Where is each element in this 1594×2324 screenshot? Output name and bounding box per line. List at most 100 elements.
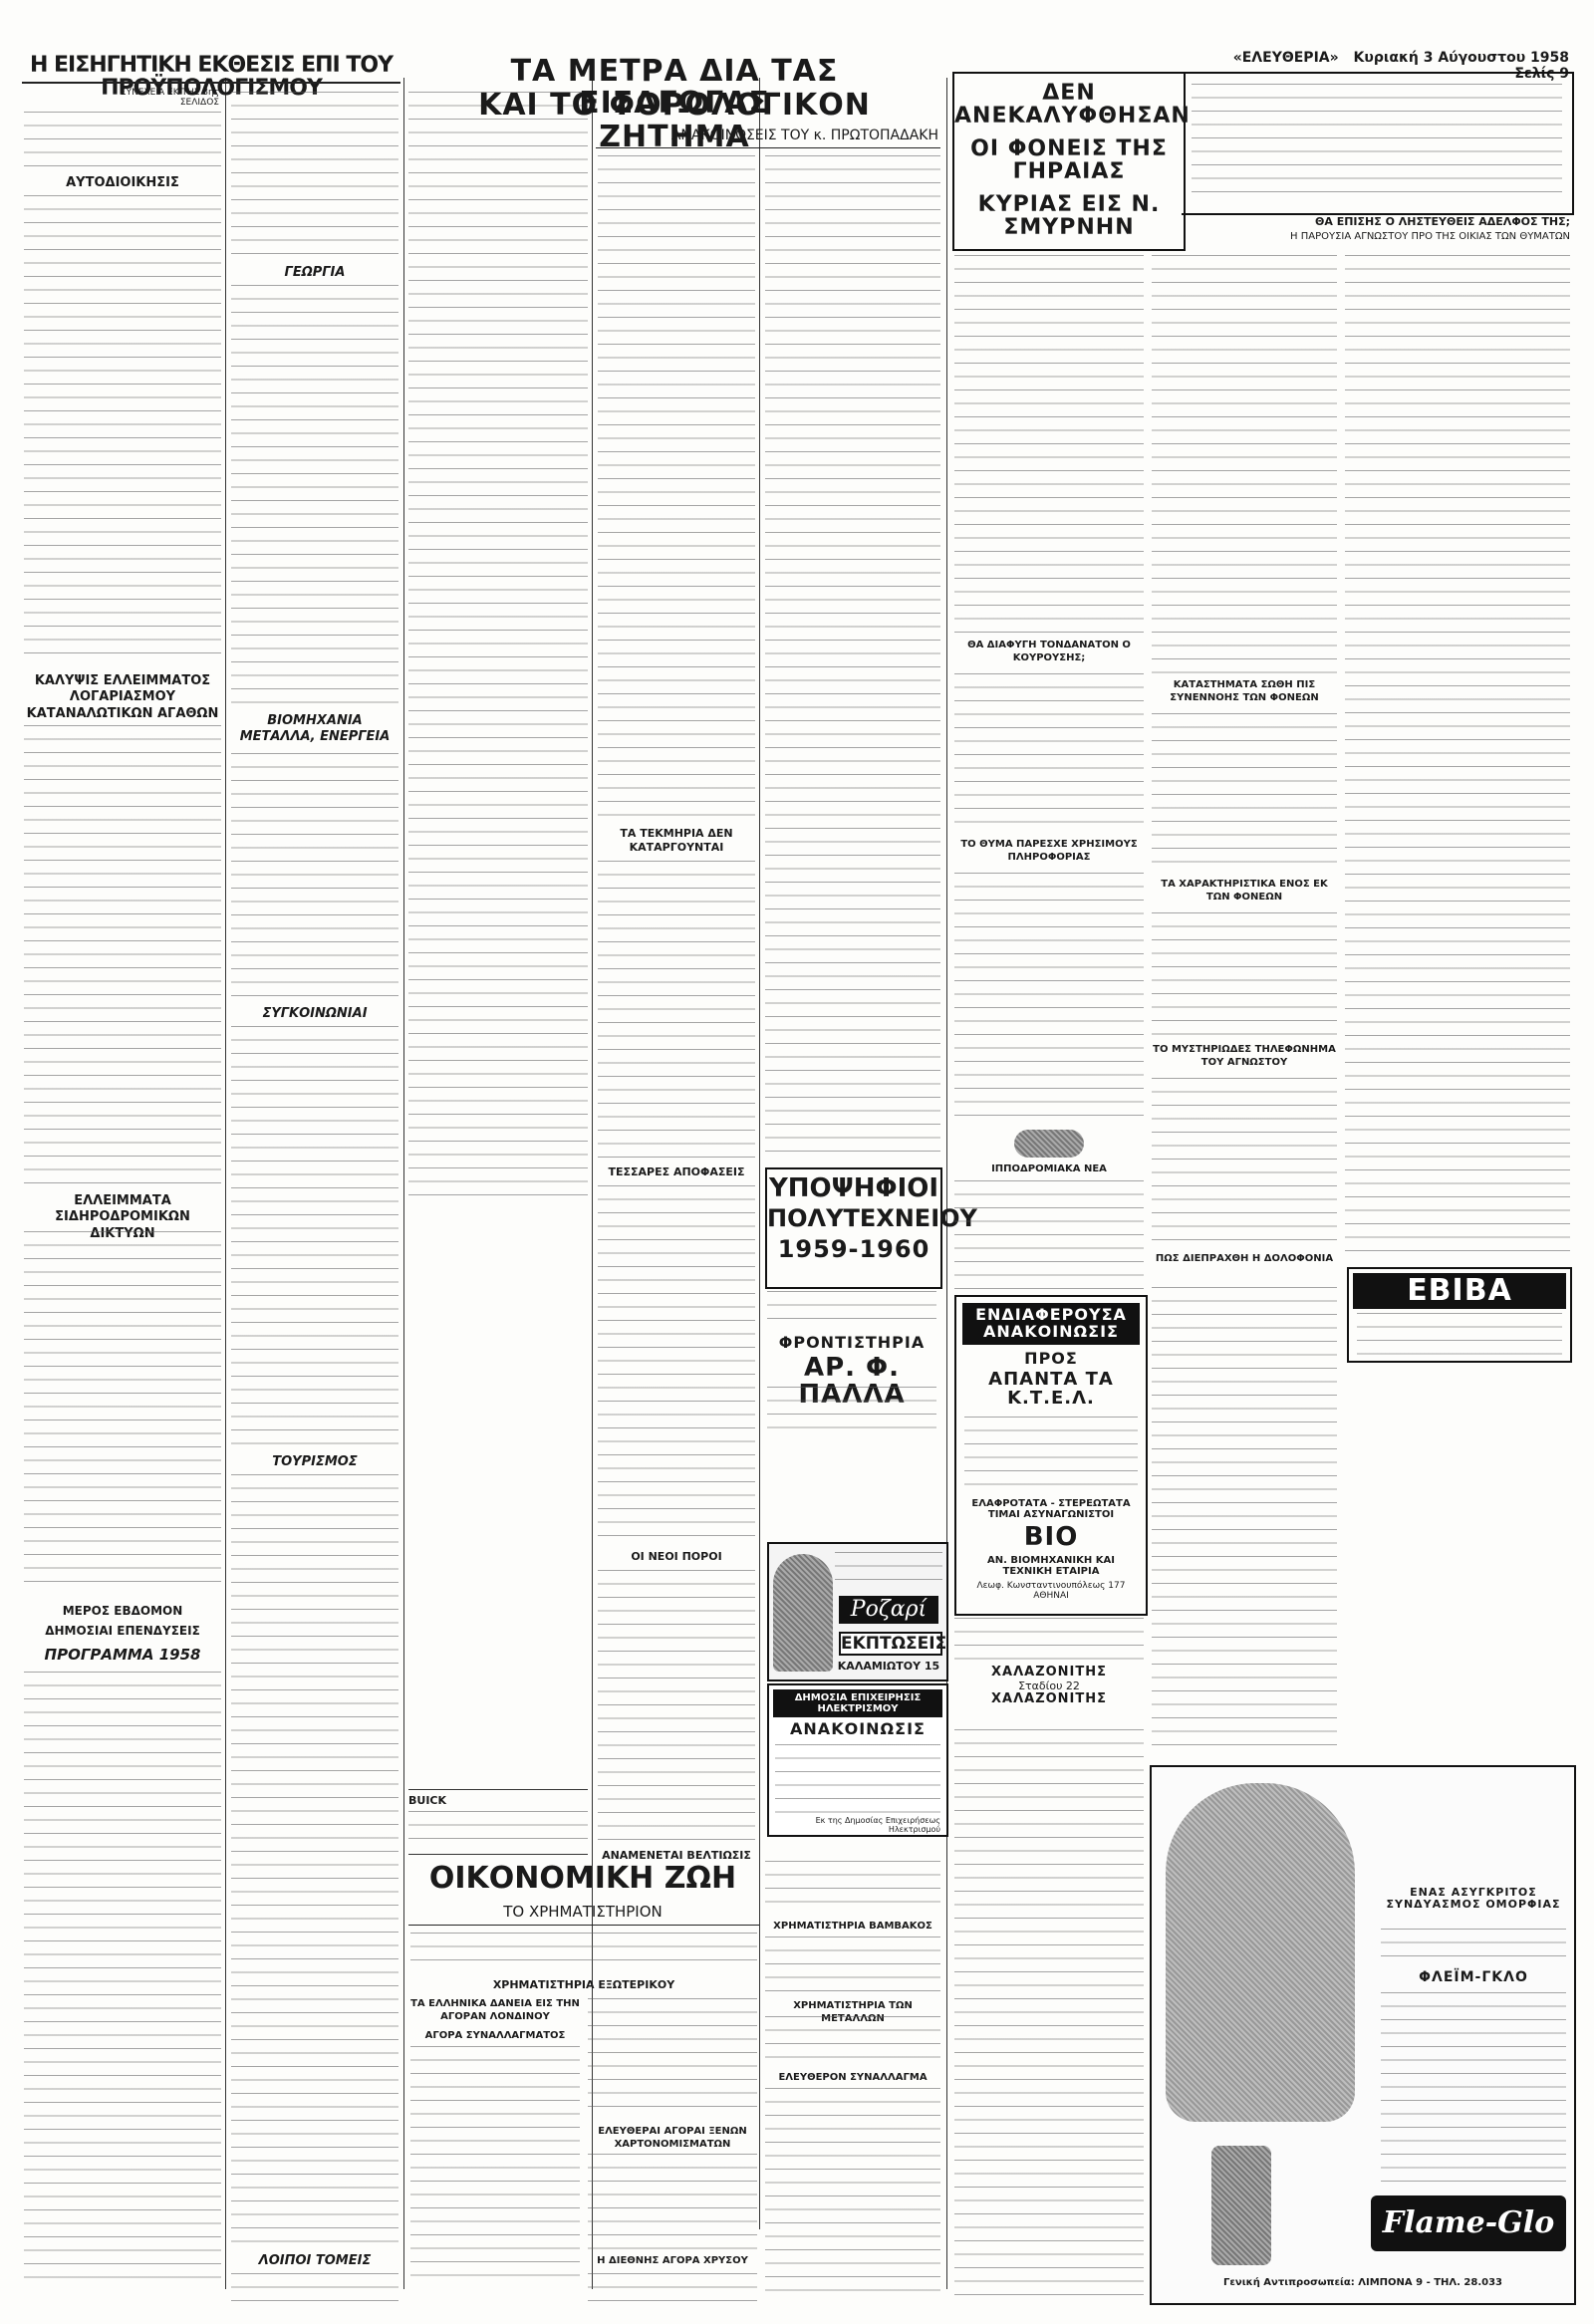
- text-block: [231, 1026, 398, 1446]
- ktel-company: ΑΝ. ΒΙΟΜΗΧΑΝΙΚΗ ΚΑΙ ΤΕΧΝΙΚΗ ΕΤΑΙΡΙΑ: [987, 1555, 1115, 1578]
- issue-date: Κυριακή 3 Αύγουστου 1958: [1353, 50, 1569, 66]
- text-block: [408, 92, 588, 1197]
- section-heading: ΤΟΥΡΙΣΜΟΣ: [272, 1454, 358, 1469]
- column-rule: [403, 78, 404, 2289]
- text-block: [765, 2088, 940, 2301]
- text-block: [24, 112, 221, 171]
- text-block: [1152, 255, 1337, 673]
- section-heading: ΠΩΣ ΔΙΕΠΡΑΧΘΗ Η ΔΟΛΟΦΟΝΙΑ: [1155, 1253, 1334, 1264]
- polytechnic-title-2: ΠΟΛΥΤΕΧΝΕΙΟΥ: [767, 1204, 977, 1233]
- text-block: [765, 2016, 940, 2066]
- text-block: [598, 155, 755, 821]
- halazonitis-ad: ΧΑΛΑΖΟΝΙΤΗΣ Σταδίου 22 ΧΑΛΑΖΟΝΙΤΗΣ: [954, 1618, 1144, 1723]
- woman-face-illustration: [1166, 1783, 1355, 2122]
- text-block: [1152, 713, 1337, 873]
- page-number: Σελίς 9: [1514, 66, 1569, 82]
- dei-subtitle: ΑΝΑΚΟΙΝΩΣΙΣ: [790, 1719, 926, 1738]
- text-block: [598, 1570, 755, 1843]
- flame-title: ΕΝΑΣ ΑΣΥΓΚΡΙΤΟΣ ΣΥΝΔΥΑΣΜΟΣ ΟΜΟΡΦΙΑΣ: [1386, 1886, 1561, 1911]
- section-heading: ΤΑ ΧΑΡΑΚΤΗΡΙΣΤΙΚΑ ΕΝΟΣ ΕΚ ΤΩΝ ΦΟΝΕΩΝ: [1161, 879, 1328, 903]
- text-block: [1381, 1929, 1566, 1964]
- headline-rule: [596, 147, 940, 148]
- ktel-ad: ΕΝΔΙΑΦΕΡΟΥΣΑ ΑΝΑΚΟΙΝΩΣΙΣ ΠΡΟΣ ΑΠΑΝΤΑ ΤΑ …: [954, 1295, 1148, 1616]
- ktel-sub: ΑΠΑΝΤΑ ΤΑ Κ.Τ.Ε.Λ.: [988, 1369, 1114, 1410]
- text-block: [1152, 1078, 1337, 1247]
- text-block: [231, 285, 398, 705]
- price-lines: [835, 1552, 942, 1588]
- hippo-heading: ΙΠΠΟΔΡΟΜΙΑΚΑ ΝΕΑ: [991, 1163, 1107, 1174]
- ktel-address: Λεωφ. Κωνσταντινουπόλεως 177 ΑΘΗΝΑΙ: [976, 1581, 1126, 1602]
- buick-brand: BUICK: [408, 1794, 447, 1807]
- polytechnic-years: 1959-1960: [777, 1235, 930, 1264]
- text-block: [835, 1552, 942, 1588]
- section-heading: ΟΙ ΝΕΟΙ ΠΟΡΟΙ: [631, 1550, 722, 1563]
- flame-logo: Flame-Glo: [1371, 2195, 1566, 2251]
- text-block: [588, 2273, 757, 2303]
- ktel-line2: ΤΙΜΑΙ ΑΣΥΝΑΓΩΝΙΣΤΟΙ: [987, 1509, 1115, 1521]
- section-heading: ΤΟ ΜΥΣΤΗΡΙΩΔΕΣ ΤΗΛΕΦΩΝΗΜΑ ΤΟΥ ΑΓΝΩΣΤΟΥ: [1153, 1044, 1336, 1068]
- woman-illustration: [773, 1554, 833, 1672]
- text-block: [24, 725, 221, 1183]
- flame-brand: ΦΛΕΪΜ-ΓΚΛΟ: [1419, 1969, 1528, 1985]
- text-block: [408, 1811, 588, 1851]
- polytechnic-title-1: ΥΠΟΨΗΦΙΟΙ: [768, 1173, 939, 1203]
- text-block: [767, 1387, 936, 1434]
- hippodrome-news: ΙΠΠΟΔΡΟΜΙΑΚΑ ΝΕΑ: [954, 1130, 1144, 1290]
- column-rule: [759, 78, 760, 2229]
- section-heading: ΑΝΑΜΕΝΕΤΑΙ ΒΕΛΤΙΩΣΙΣ: [602, 1849, 751, 1862]
- rozari-address: ΚΑΛΑΜΙΩΤΟΥ 15: [837, 1660, 940, 1673]
- crime-headline-2: ΟΙ ΦΟΝΕΙΣ ΤΗΣ ΓΗΡΑΙΑΣ: [970, 136, 1168, 185]
- text-block: [954, 1180, 1144, 1290]
- lipstick-illustration: [1211, 2146, 1271, 2265]
- econ-subtitle: ΤΟ ΧΡΗΜΑΤΙΣΤΗΡΙΟΝ: [503, 1903, 663, 1921]
- text-block: [954, 673, 1144, 833]
- crime-sub1: ΘΑ ΕΠΙΣΗΣ Ο ΛΗΣΤΕΥΘΕΙΣ ΑΔΕΛΦΟΣ ΤΗΣ;: [1315, 215, 1570, 228]
- section-heading: ΒΙΟΜΗΧΑΝΙΑ ΜΕΤΑΛΛΑ, ΕΝΕΡΓΕΙΑ: [239, 713, 391, 745]
- section-heading: ΕΛΕΥΘΕΡΑΙ ΑΓΟΡΑΙ ΞΕΝΩΝ ΧΑΡΤΟΝΟΜΙΣΜΑΤΩΝ: [598, 2126, 747, 2150]
- text-block: [1152, 1287, 1337, 1755]
- eviva-ad: EBIBA: [1347, 1267, 1572, 1363]
- section-heading: ΧΡΗΜΑΤΙΣΤΗΡΙΑ ΒΑΜΒΑΚΟΣ: [773, 1921, 932, 1932]
- crime-headline-box-right: [1182, 72, 1574, 215]
- ktel-line1: ΕΛΑΦΡΟΤΑΤΑ - ΣΤΕΡΕΩΤΑΤΑ: [971, 1498, 1131, 1510]
- text-block: [231, 1474, 398, 2247]
- text-block: [775, 1743, 940, 1814]
- crime-headline-box: ΔΕΝ ΑΝΕΚΑΛΥΦΘΗΣΑΝ ΟΙ ΦΟΝΕΙΣ ΤΗΣ ΓΗΡΑΙΑΣ …: [952, 72, 1190, 251]
- text-block: [410, 2046, 580, 2285]
- eviva-brand: EBIBA: [1353, 1273, 1566, 1309]
- text-block: [1192, 84, 1562, 199]
- halazonitis-address: Σταδίου 22: [1018, 1678, 1080, 1692]
- text-block: [1152, 912, 1337, 1038]
- dei-signature: Εκ της Δημοσίας Επιχειρήσεως Ηλεκτρισμού: [815, 1815, 940, 1834]
- ktel-pros: ΠΡΟΣ: [1024, 1348, 1078, 1368]
- section-heading: ΑΓΟΡΑ ΣΥΝΑΛΛΑΓΜΑΤΟΣ: [424, 2030, 566, 2041]
- section-heading: ΜΕΡΟΣ ΕΒΔΟΜΟΝ: [62, 1604, 183, 1618]
- section-heading: ΔΗΜΟΣΙΑΙ ΕΠΕΝΔΥΣΕΙΣ: [45, 1624, 200, 1638]
- continued-note: ΣΥΝΕΧΕΙΑ ΕΚ ΤΗΣ 8ης ΣΕΛΙΔΟΣ: [120, 88, 219, 108]
- text-block: [1381, 1992, 1566, 2182]
- econ-foreign-heading: ΧΡΗΜΑΤΙΣΤΗΡΙΑ ΕΞΩΤΕΡΙΚΟΥ: [492, 1978, 675, 1991]
- text-block: [588, 1998, 757, 2118]
- column-rule: [946, 78, 947, 2289]
- headline-rule: [22, 82, 400, 84]
- newspaper-name: «ΕΛΕΥΘΕΡΙΑ»: [1232, 50, 1339, 66]
- econ-title: ΟΙΚΟΝΟΜΙΚΗ ΖΩΗ: [428, 1861, 737, 1896]
- column-rule: [592, 78, 593, 2289]
- ktel-title-1: ΕΝΔΙΑΦΕΡΟΥΣΑ ΑΝΑΚΟΙΝΩΣΙΣ: [962, 1303, 1140, 1345]
- text-block: [598, 1185, 755, 1544]
- text-block: [765, 1861, 940, 1915]
- polytechnic-ad: ΥΠΟΨΗΦΙΟΙ ΠΟΛΥΤΕΧΝΕΙΟΥ 1959-1960: [765, 1167, 977, 1289]
- section-heading: ΤΟ ΘΥΜΑ ΠΑΡΕΣΧΕ ΧΡΗΣΙΜΟΥΣ ΠΛΗΡΟΦΟΡΙΑΣ: [960, 839, 1138, 863]
- text-block: [954, 255, 1144, 634]
- section-heading: ΠΡΟΓΡΑΜΜΑ 1958: [44, 1646, 201, 1664]
- page-header: «ΕΛΕΥΘΕΡΙΑ» Κυριακή 3 Αύγουστου 1958 Σελ…: [1210, 50, 1569, 82]
- dei-ad: ΔΗΜΟΣΙΑ ΕΠΙΧΕΙΡΗΣΙΣ ΗΛΕΚΤΡΙΣΜΟΥ ΑΝΑΚΟΙΝΩ…: [767, 1683, 948, 1837]
- section-heading: ΚΑΛΥΨΙΣ ΕΛΛΕΙΜΜΑΤΟΣ ΛΟΓΑΡΙΑΣΜΟΥ ΚΑΤΑΝΑΛΩ…: [26, 673, 219, 721]
- section-heading: ΣΥΓΚΟΙΝΩΝΙΑΙ: [262, 1006, 368, 1021]
- text-block: [24, 1672, 221, 2279]
- text-block: [598, 861, 755, 1160]
- crime-sub2: Η ΠΑΡΟΥΣΙΑ ΑΓΝΩΣΤΟΥ ΠΡΟ ΤΗΣ ΟΙΚΙΑΣ ΤΩΝ Θ…: [1290, 231, 1570, 242]
- text-block: [231, 2273, 398, 2303]
- halazonitis-name-1: ΧΑΛΑΖΟΝΙΤΗΣ: [990, 1665, 1108, 1679]
